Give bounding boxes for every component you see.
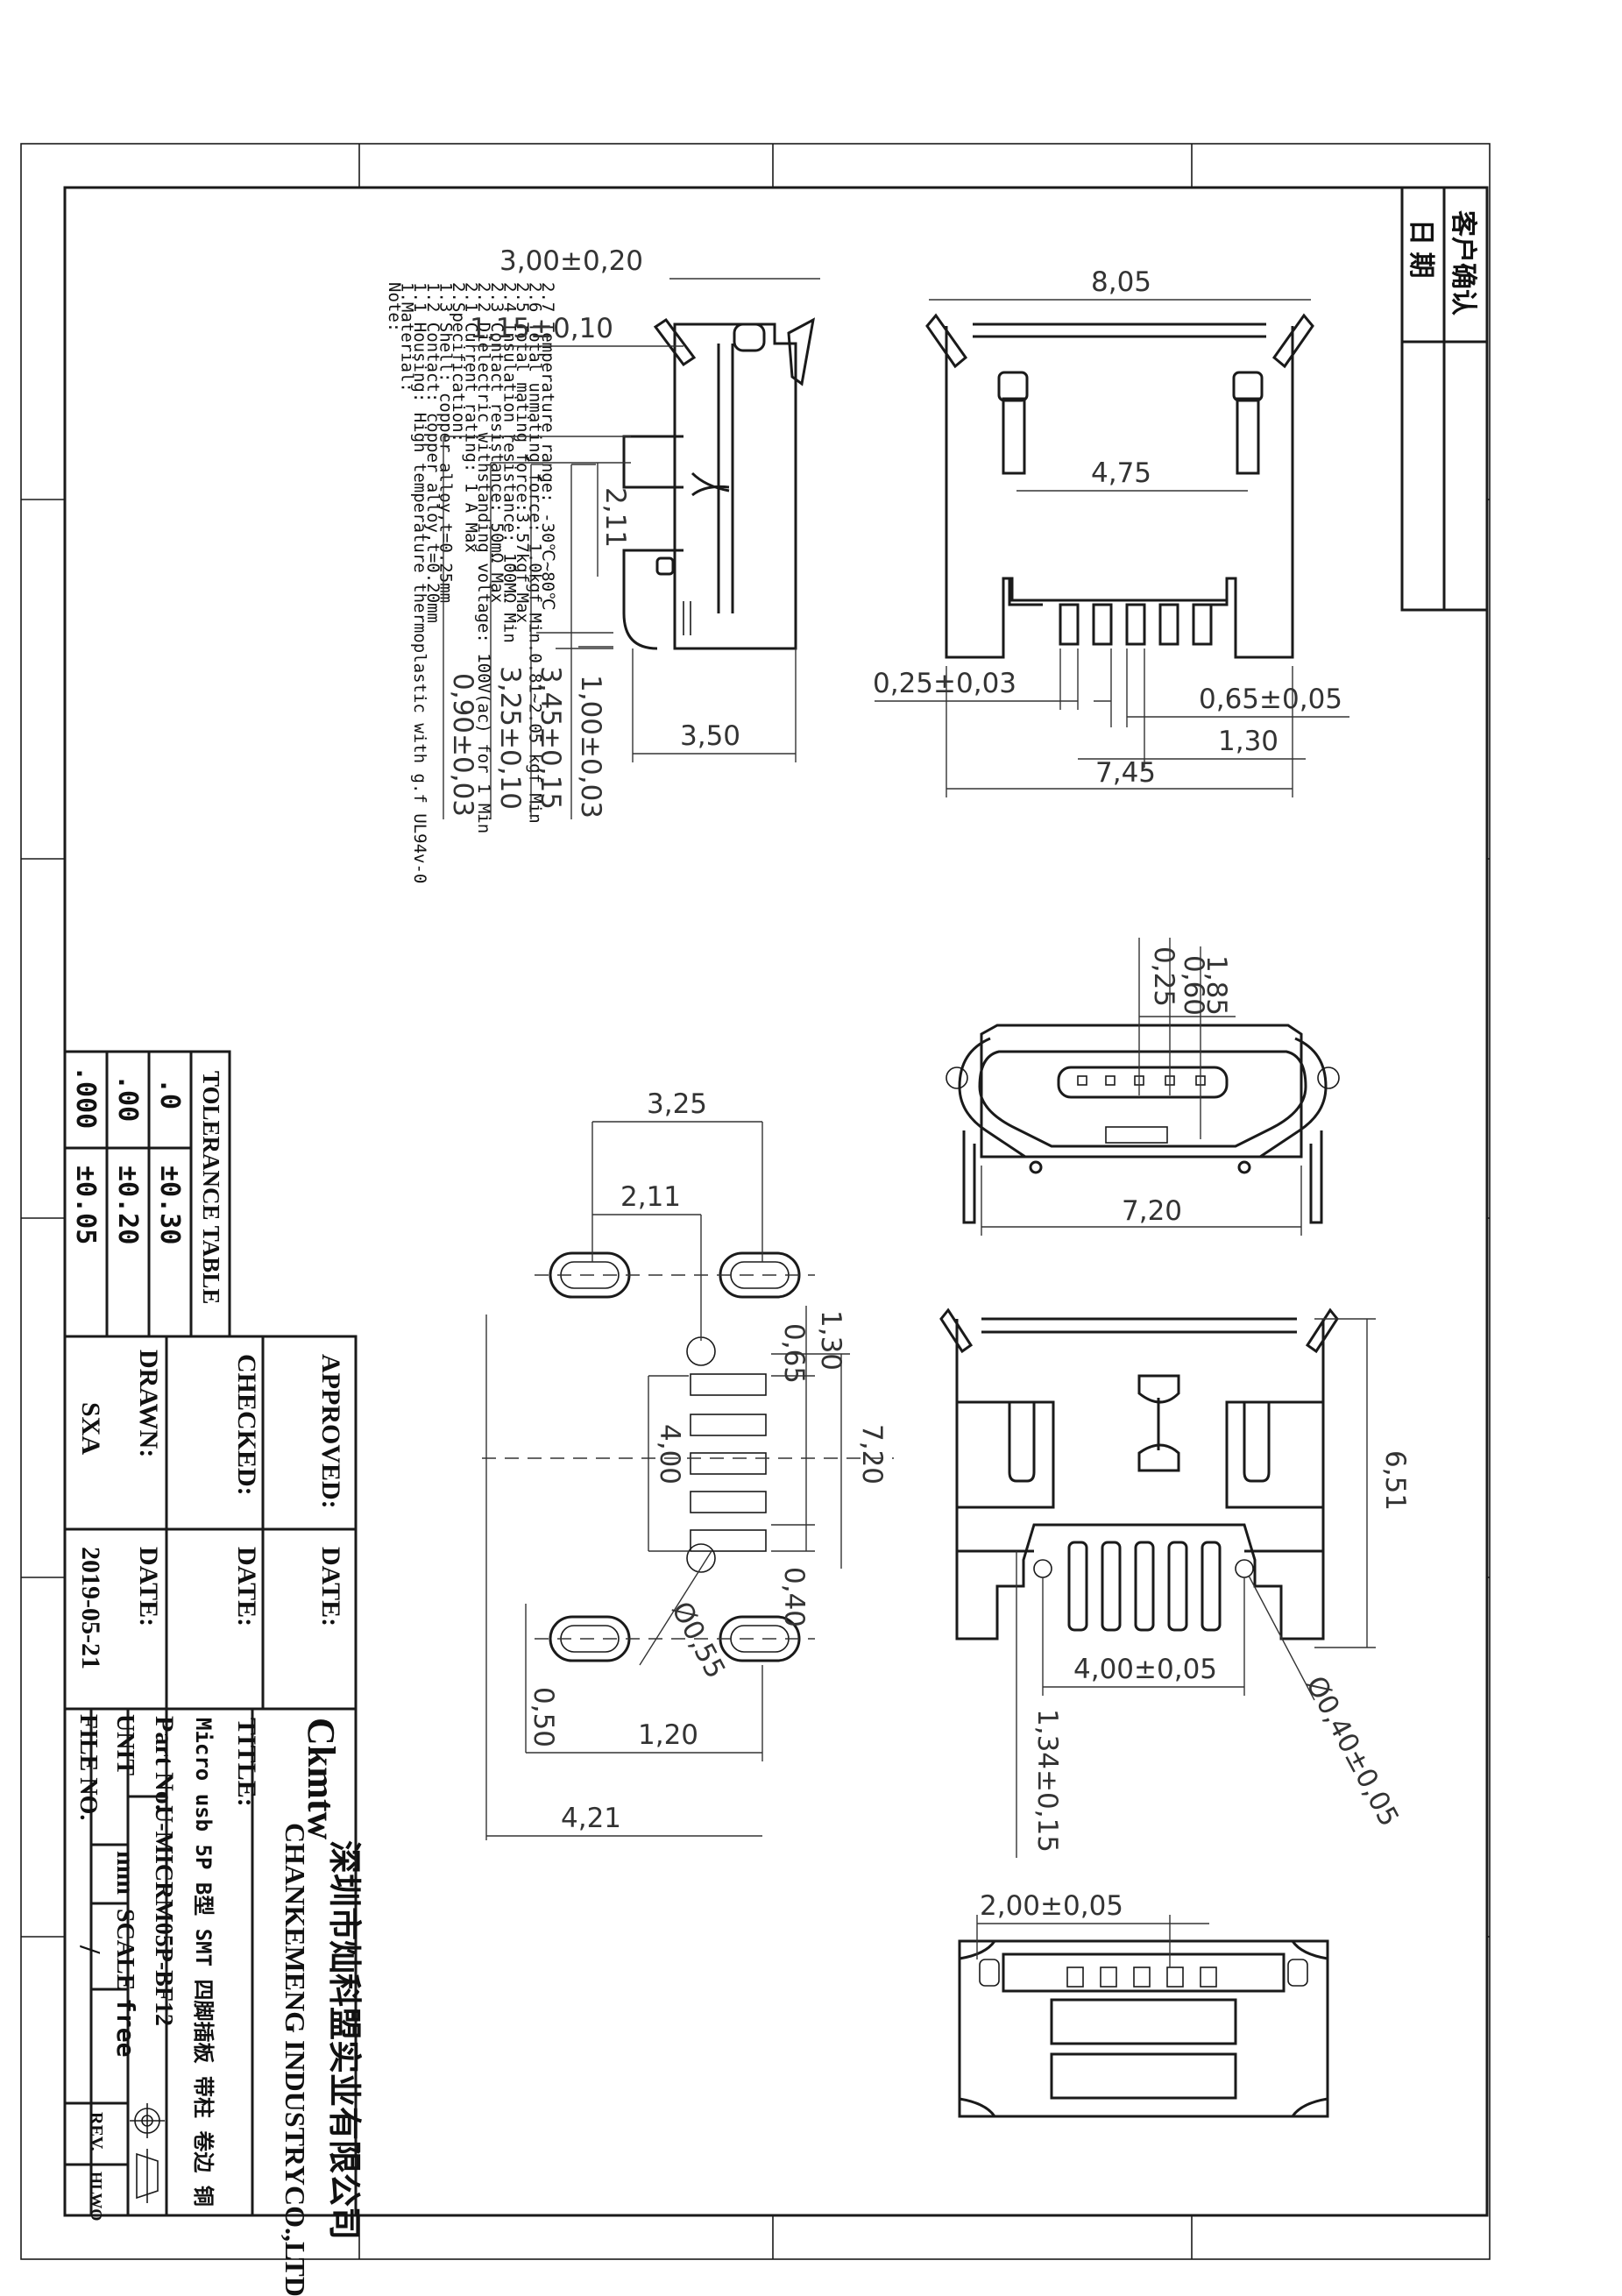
dim-face-025: 0,25 xyxy=(1148,946,1179,1007)
side-view xyxy=(622,317,816,650)
part-name: Micro usb 5P B型 SMT 四脚插板 带柱 卷边 铜 xyxy=(191,1718,216,2207)
part-no-label: Part No. xyxy=(150,1716,179,1811)
front-view xyxy=(925,313,1314,659)
dim-pcb-720: 7,20 xyxy=(856,1424,888,1485)
dim-face-720: 7,20 xyxy=(1122,1195,1182,1227)
note-line: 2.Specification: xyxy=(449,282,468,443)
dim-side-211: 2,11 xyxy=(599,487,631,548)
front-view-dims xyxy=(875,299,1349,797)
dim-bot-040: Ø0,40±0,05 xyxy=(1300,1671,1405,1832)
dim-front-745: 7,45 xyxy=(1095,757,1156,789)
customer-date-label: 日 期 xyxy=(1406,219,1435,279)
note-line: 2.2 Dielectric withstanding voltage: 100… xyxy=(474,282,493,833)
note-line: 1.1 Housing: High temperature thermoplas… xyxy=(410,282,429,883)
dim-face-185: 1,85 xyxy=(1201,955,1232,1016)
dim-side-350: 3,50 xyxy=(680,720,740,752)
part-no-value: U-MICRM05P-BF12 xyxy=(150,1805,177,2026)
dim-pcb-120: 1,20 xyxy=(638,1719,698,1751)
dim-bot-400: 4,00±0,05 xyxy=(1073,1654,1217,1685)
tolerance-digits-3: .000 xyxy=(70,1066,101,1129)
dim-pcb-050: 0,50 xyxy=(528,1687,559,1747)
rev-label: REV. xyxy=(87,2112,106,2151)
pcb-layout-dims xyxy=(485,1121,850,1840)
note-line: 2.3 Contact resistance: 50mΩ Max xyxy=(487,282,506,603)
dim-front-130: 1,30 xyxy=(1218,726,1278,757)
dim-front-065: 0,65±0,05 xyxy=(1199,684,1342,715)
bottom-view-dims xyxy=(1016,1318,1376,1858)
dim-front-025: 0,25±0,03 xyxy=(873,668,1016,699)
note-line: 2.5 Total mating force:3.57kgf Max xyxy=(513,282,532,623)
dim-side-pin: 1,15±0,10 xyxy=(470,313,613,344)
company-name-cn: 深圳市灿科盟实业有限公司 xyxy=(325,1840,362,2240)
tolerance-value-1: ±0.30 xyxy=(154,1166,185,1244)
dim-front-805: 8,05 xyxy=(1091,266,1151,298)
bottom-view xyxy=(939,1307,1339,1641)
company-logo: Ckmtw xyxy=(300,1718,343,1840)
customer-confirm-block: 客户确认 日 期 xyxy=(1400,186,1489,612)
projection-symbol-icon xyxy=(130,2103,165,2203)
dim-face-060: 0,60 xyxy=(1178,955,1209,1016)
dim-bot-134: 1,34±0,15 xyxy=(1031,1709,1063,1853)
front-pins xyxy=(1059,603,1213,646)
tolerance-title: TOLERANCE TABLE xyxy=(198,1071,224,1304)
drawn-date-value: 2019-05-21 xyxy=(76,1547,105,1669)
tolerance-digits-1: .0 xyxy=(154,1078,185,1109)
side-view-dims xyxy=(443,278,820,819)
unit-value: mm xyxy=(111,1851,140,1895)
title-label: TITLE: xyxy=(232,1718,261,1807)
dim-front-475: 4,75 xyxy=(1091,457,1151,489)
dim-pcb-211: 2,11 xyxy=(620,1181,681,1213)
tolerance-digits-2: .00 xyxy=(112,1074,143,1122)
face-view xyxy=(946,1024,1340,1224)
tolerance-value-2: ±0.20 xyxy=(112,1166,143,1244)
scale-label: SCALE xyxy=(111,1909,138,1990)
outer-frame xyxy=(20,143,1491,2260)
note-line: 1.3 Shell: copper alloy,t=0.25mm xyxy=(436,282,455,603)
hlwo-label: HLWO xyxy=(88,2172,105,2221)
notes-block: Note:1.Material:1.1 Housing: High temper… xyxy=(385,282,557,883)
dim-bot-651: 6,51 xyxy=(1379,1450,1411,1511)
dim-side-090: 0,90±0,03 xyxy=(447,673,478,817)
scale-value: free xyxy=(111,1998,140,2057)
checked-label: CHECKED: xyxy=(232,1354,261,1496)
note-line: 2.6 Total unmating force: 1.0kgf Min.0.8… xyxy=(526,282,545,824)
dim-pcb-325: 3,25 xyxy=(647,1088,707,1120)
tolerance-value-3: ±0.05 xyxy=(70,1166,101,1244)
note-line: 2.7 Temperature range: -30℃~80℃ xyxy=(538,282,557,610)
unit-label: UNIT xyxy=(111,1714,138,1775)
company-name-en: CHANKEMENG INDUSTRYCO.,LTD xyxy=(280,1823,311,2296)
dim-rear-200: 2,00±0,05 xyxy=(980,1890,1123,1922)
dim-pcb-040: 0,40 xyxy=(778,1567,810,1627)
dim-side-100: 1,00±0,03 xyxy=(575,675,606,818)
file-no-value: / xyxy=(74,1945,106,1954)
dim-side-325: 3,25±0,10 xyxy=(494,666,526,810)
note-line: Note: xyxy=(385,282,404,332)
checked-date-label: DATE: xyxy=(232,1547,261,1626)
bottom-pins xyxy=(1033,1541,1254,1632)
dim-pcb-065: 0,65 xyxy=(778,1323,810,1384)
dim-side-345: 3,45±0,15 xyxy=(535,666,566,810)
face-view-dims xyxy=(981,938,1302,1236)
note-line: 2.1 Current rating: 1 A Max xyxy=(462,282,481,553)
dim-side-top: 3,00±0,20 xyxy=(499,245,643,277)
note-line: 1.2 Contact: copper alloy,t=0.20mm xyxy=(423,282,443,623)
rear-view xyxy=(958,1939,1329,2118)
approved-label: APPROVED: xyxy=(316,1354,345,1509)
dim-pcb-421: 4,21 xyxy=(561,1803,621,1834)
customer-confirm-label: 客户确认 xyxy=(1448,210,1478,315)
drawn-date-label: DATE: xyxy=(134,1547,163,1626)
rear-view-dims xyxy=(976,1915,1209,1967)
dim-pcb-400: 4,00 xyxy=(654,1424,685,1485)
tolerance-table: TOLERANCE TABLE .0 ±0.30 .00 ±0.20 .000 … xyxy=(63,1050,231,1338)
dim-pcb-130: 1,30 xyxy=(815,1310,846,1371)
title-block: APPROVED: DATE: CHECKED: DATE: DRAWN: DA… xyxy=(63,1335,362,2296)
note-line: 1.Material: xyxy=(398,282,417,393)
drawn-label: DRAWN: xyxy=(134,1350,163,1457)
drawer-name: SXA xyxy=(76,1402,105,1455)
file-no-label: FILE NO. xyxy=(74,1714,102,1820)
approved-date-label: DATE: xyxy=(316,1547,345,1626)
inner-frame xyxy=(63,186,1489,2217)
